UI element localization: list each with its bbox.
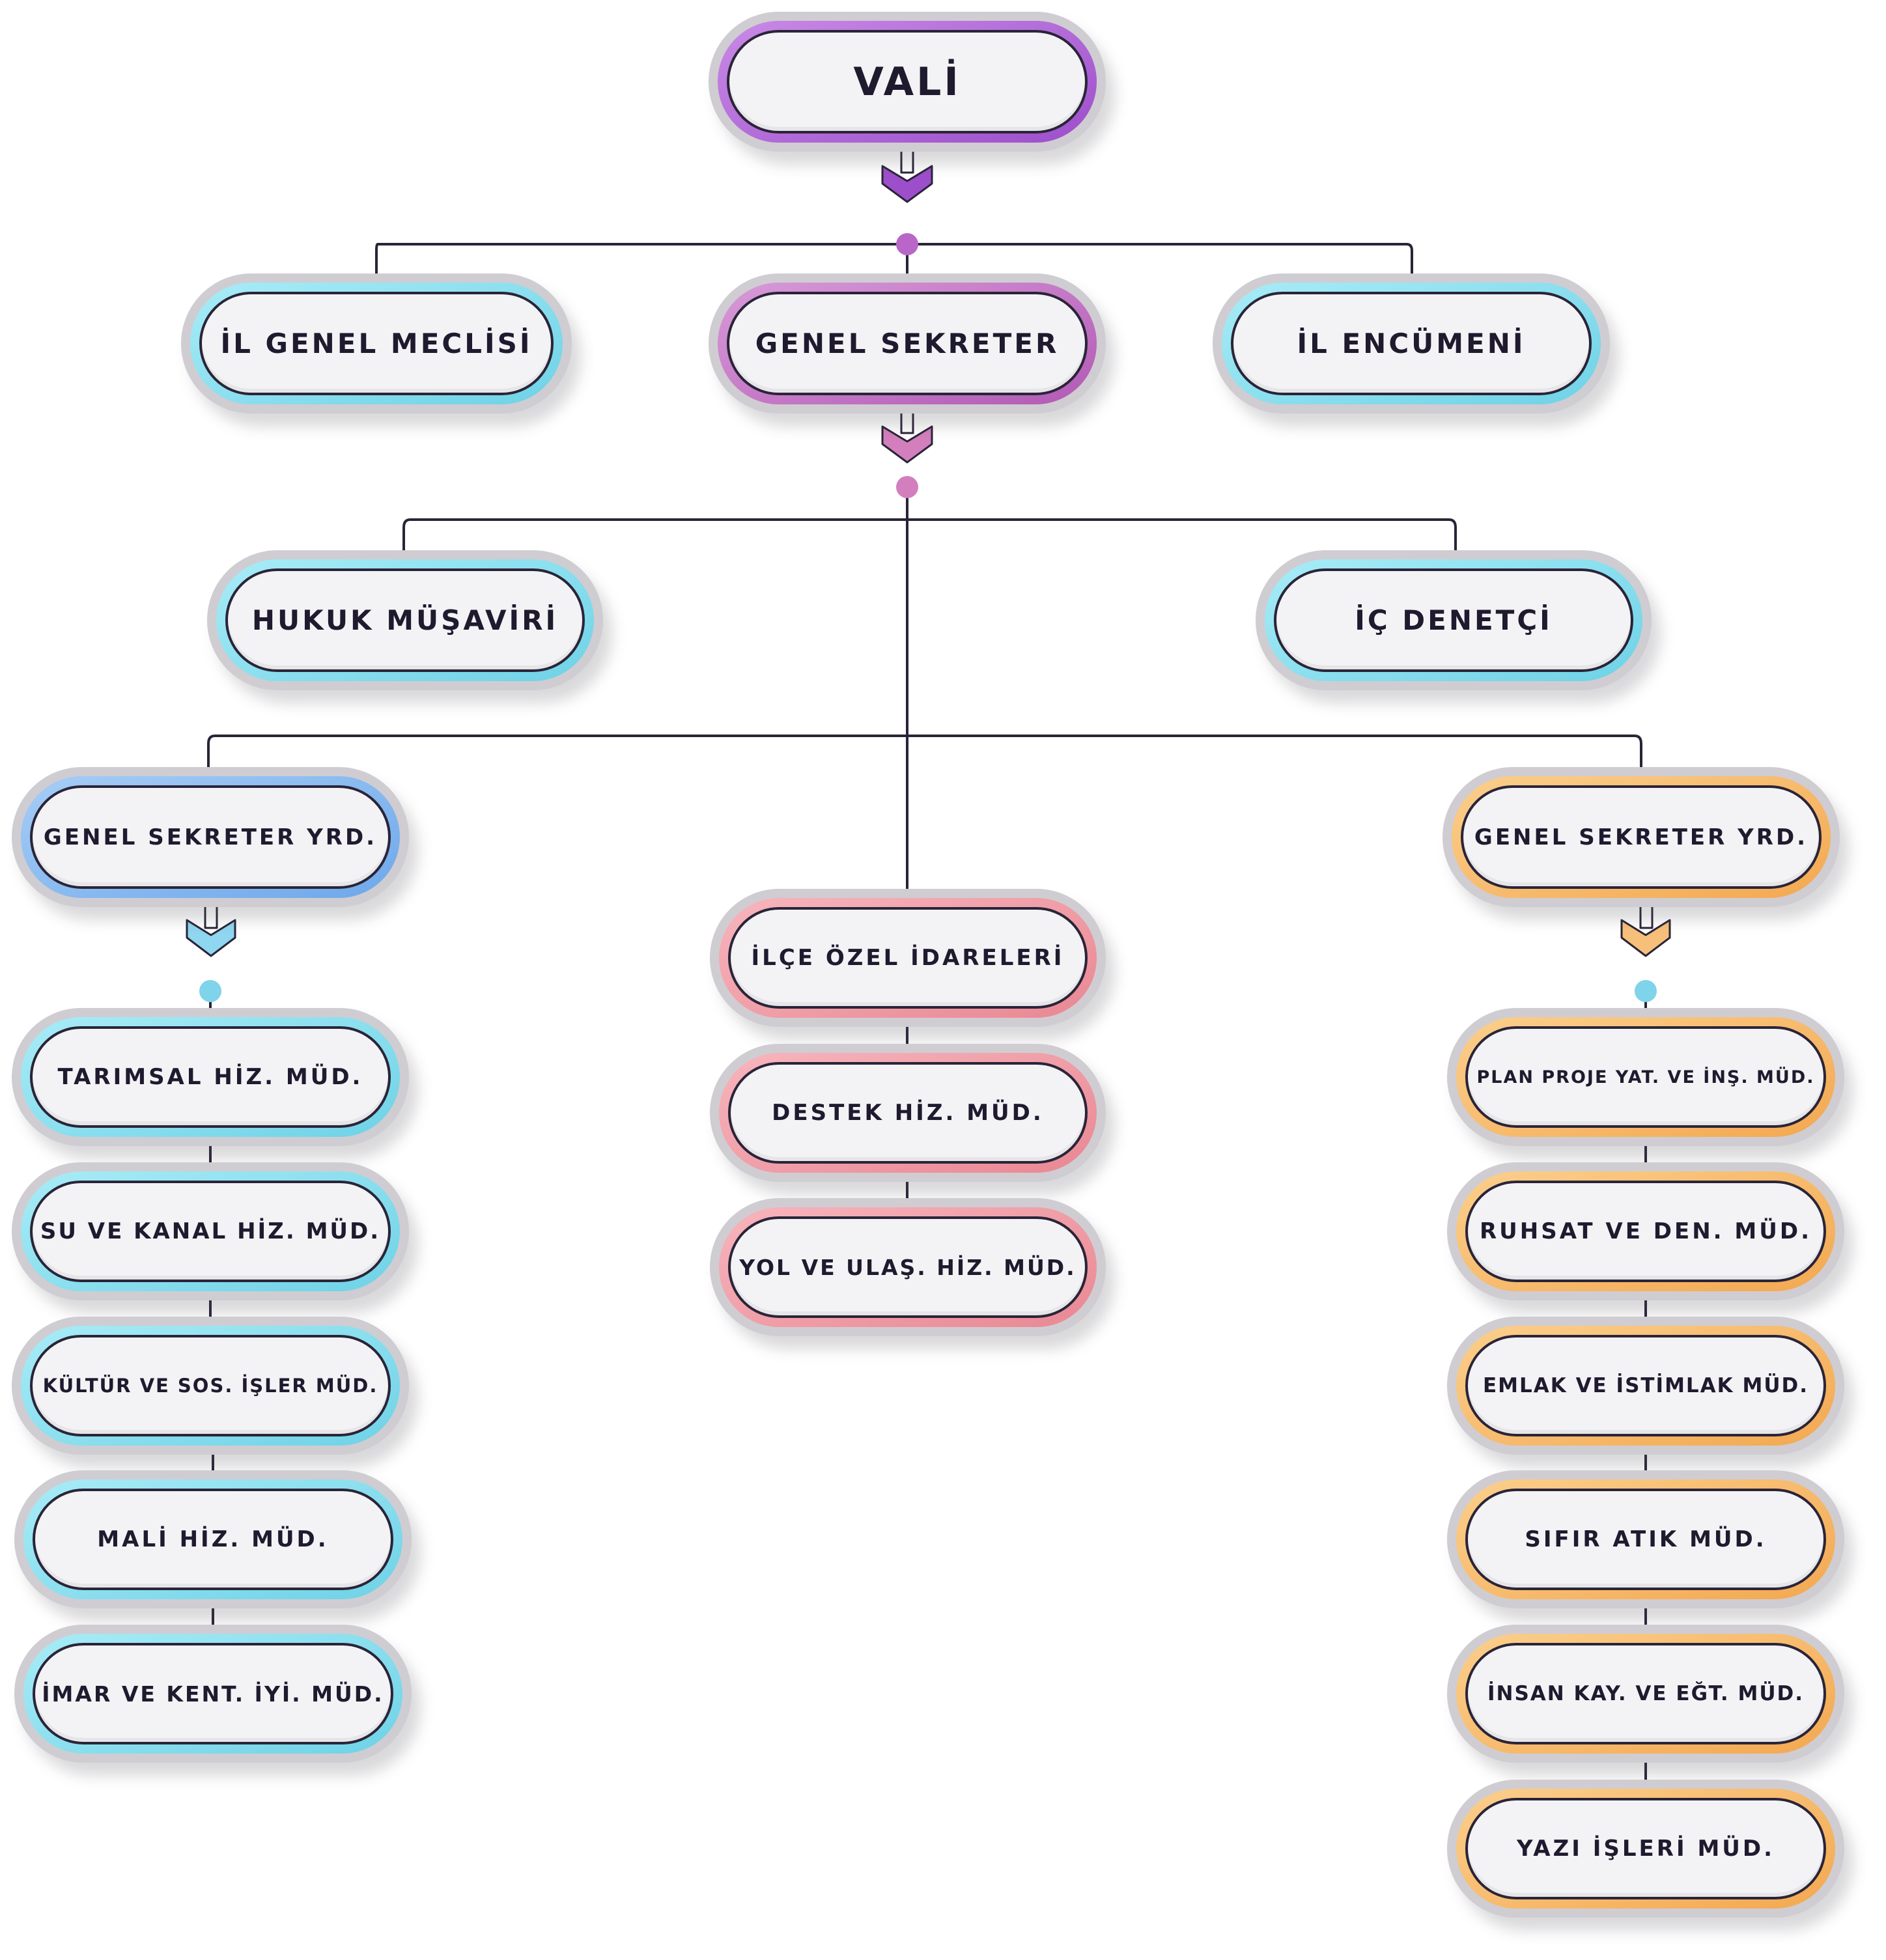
node-unit: YOL VE ULAŞ. HİZ. MÜD.: [710, 1198, 1106, 1336]
node-label: GENEL SEKRETER YRD.: [1474, 824, 1809, 850]
node-pill: YAZI İŞLERİ MÜD.: [1465, 1798, 1826, 1899]
node-label: EMLAK VE İSTİMLAK MÜD.: [1482, 1374, 1809, 1397]
node-ring: GENEL SEKRETER YRD.: [21, 776, 400, 898]
node-ring: İLÇE ÖZEL İDARELERİ: [719, 898, 1097, 1018]
node-unit: İNSAN KAY. VE EĞT. MÜD.: [1447, 1625, 1844, 1763]
junction-dot: [199, 980, 221, 1002]
node-deputy-right: GENEL SEKRETER YRD.: [1443, 767, 1840, 907]
node-pill: SU VE KANAL HİZ. MÜD.: [30, 1181, 391, 1282]
node-pill: GENEL SEKRETER YRD.: [30, 785, 391, 889]
node-pill: HUKUK MÜŞAVİRİ: [225, 568, 585, 672]
node-label: RUHSAT VE DEN. MÜD.: [1479, 1218, 1812, 1244]
node-pill: İL GENEL MECLİSİ: [199, 292, 554, 395]
node-ring: MALİ HİZ. MÜD.: [23, 1479, 402, 1599]
node-ring: İÇ DENETÇİ: [1265, 559, 1642, 681]
node-label: İL GENEL MECLİSİ: [220, 328, 533, 359]
node-label: HUKUK MÜŞAVİRİ: [251, 604, 559, 636]
node-ring: VALİ: [718, 21, 1097, 143]
node-pill: KÜLTÜR VE SOS. İŞLER MÜD.: [30, 1335, 391, 1436]
node-ring: YOL VE ULAŞ. HİZ. MÜD.: [719, 1207, 1097, 1327]
node-label: PLAN PROJE YAT. VE İNŞ. MÜD.: [1476, 1067, 1815, 1087]
node-unit: KÜLTÜR VE SOS. İŞLER MÜD.: [12, 1317, 409, 1455]
node-pill: İÇ DENETÇİ: [1274, 568, 1633, 672]
node-unit: SIFIR ATIK MÜD.: [1447, 1470, 1844, 1608]
node-label: İÇ DENETÇİ: [1355, 604, 1553, 636]
node-pill: İNSAN KAY. VE EĞT. MÜD.: [1465, 1643, 1826, 1744]
node-unit: EMLAK VE İSTİMLAK MÜD.: [1447, 1317, 1844, 1455]
node-ring: TARIMSAL HİZ. MÜD.: [21, 1017, 400, 1137]
node-pill: GENEL SEKRETER: [727, 292, 1088, 395]
node-unit: İMAR VE KENT. İYİ. MÜD.: [14, 1625, 412, 1763]
node-pill: DESTEK HİZ. MÜD.: [728, 1062, 1088, 1164]
node-vali: VALİ: [709, 12, 1106, 152]
node-ring: İMAR VE KENT. İYİ. MÜD.: [23, 1634, 402, 1754]
node-ring: KÜLTÜR VE SOS. İŞLER MÜD.: [21, 1326, 400, 1446]
node-ic-denetci: İÇ DENETÇİ: [1256, 550, 1652, 690]
node-label: SIFIR ATIK MÜD.: [1525, 1526, 1767, 1552]
node-il-encumeni: İL ENCÜMENİ: [1213, 273, 1610, 413]
node-pill: İMAR VE KENT. İYİ. MÜD.: [33, 1643, 393, 1744]
node-label: GENEL SEKRETER: [755, 328, 1060, 359]
node-pill: İL ENCÜMENİ: [1231, 292, 1592, 395]
node-pill: YOL VE ULAŞ. HİZ. MÜD.: [728, 1216, 1088, 1318]
node-il-genel-meclisi: İL GENEL MECLİSİ: [181, 273, 572, 413]
node-pill: EMLAK VE İSTİMLAK MÜD.: [1465, 1335, 1826, 1436]
node-label: TARIMSAL HİZ. MÜD.: [57, 1064, 363, 1090]
node-ring: İL GENEL MECLİSİ: [190, 283, 563, 404]
node-pill: TARIMSAL HİZ. MÜD.: [30, 1026, 391, 1128]
node-label: İL ENCÜMENİ: [1297, 328, 1526, 359]
node-unit: RUHSAT VE DEN. MÜD.: [1447, 1162, 1844, 1300]
node-unit: DESTEK HİZ. MÜD.: [710, 1044, 1106, 1182]
node-label: İLÇE ÖZEL İDARELERİ: [751, 945, 1065, 971]
node-label: DESTEK HİZ. MÜD.: [772, 1100, 1044, 1126]
node-pill: VALİ: [727, 30, 1088, 133]
node-hukuk-musaviri: HUKUK MÜŞAVİRİ: [207, 550, 603, 690]
node-ring: RUHSAT VE DEN. MÜD.: [1456, 1171, 1835, 1291]
node-ring: SU VE KANAL HİZ. MÜD.: [21, 1171, 400, 1291]
node-pill: MALİ HİZ. MÜD.: [33, 1489, 393, 1590]
node-label: İNSAN KAY. VE EĞT. MÜD.: [1487, 1682, 1805, 1705]
node-ring: GENEL SEKRETER YRD.: [1452, 776, 1831, 898]
node-ring: SIFIR ATIK MÜD.: [1456, 1479, 1835, 1599]
node-pill: SIFIR ATIK MÜD.: [1465, 1489, 1826, 1590]
node-label: MALİ HİZ. MÜD.: [97, 1526, 329, 1552]
junction-dot: [896, 233, 918, 255]
node-label: VALİ: [853, 59, 961, 105]
node-unit: SU VE KANAL HİZ. MÜD.: [12, 1162, 409, 1300]
node-pill: İLÇE ÖZEL İDARELERİ: [728, 907, 1088, 1009]
node-unit: MALİ HİZ. MÜD.: [14, 1470, 412, 1608]
node-ring: İNSAN KAY. VE EĞT. MÜD.: [1456, 1634, 1835, 1754]
junction-dot: [896, 476, 918, 498]
node-genel-sekreter: GENEL SEKRETER: [709, 273, 1106, 413]
node-ring: HUKUK MÜŞAVİRİ: [216, 559, 594, 681]
node-ring: GENEL SEKRETER: [718, 283, 1097, 404]
node-label: SU VE KANAL HİZ. MÜD.: [40, 1218, 381, 1244]
node-pill: PLAN PROJE YAT. VE İNŞ. MÜD.: [1465, 1026, 1826, 1128]
node-deputy-left: GENEL SEKRETER YRD.: [12, 767, 409, 907]
node-pill: RUHSAT VE DEN. MÜD.: [1465, 1181, 1826, 1282]
node-ring: DESTEK HİZ. MÜD.: [719, 1053, 1097, 1173]
node-unit: İLÇE ÖZEL İDARELERİ: [710, 889, 1106, 1027]
node-pill: GENEL SEKRETER YRD.: [1461, 785, 1822, 889]
node-unit: PLAN PROJE YAT. VE İNŞ. MÜD.: [1447, 1008, 1844, 1146]
junction-dot: [1635, 980, 1657, 1002]
node-label: KÜLTÜR VE SOS. İŞLER MÜD.: [42, 1375, 378, 1397]
node-ring: EMLAK VE İSTİMLAK MÜD.: [1456, 1326, 1835, 1446]
node-unit: TARIMSAL HİZ. MÜD.: [12, 1008, 409, 1146]
node-label: YAZI İŞLERİ MÜD.: [1516, 1836, 1775, 1862]
node-label: İMAR VE KENT. İYİ. MÜD.: [42, 1681, 384, 1707]
node-unit: YAZI İŞLERİ MÜD.: [1447, 1780, 1844, 1918]
node-ring: İL ENCÜMENİ: [1222, 283, 1601, 404]
node-ring: PLAN PROJE YAT. VE İNŞ. MÜD.: [1456, 1017, 1835, 1137]
node-ring: YAZI İŞLERİ MÜD.: [1456, 1789, 1835, 1909]
node-label: YOL VE ULAŞ. HİZ. MÜD.: [739, 1254, 1077, 1280]
node-label: GENEL SEKRETER YRD.: [43, 824, 378, 850]
